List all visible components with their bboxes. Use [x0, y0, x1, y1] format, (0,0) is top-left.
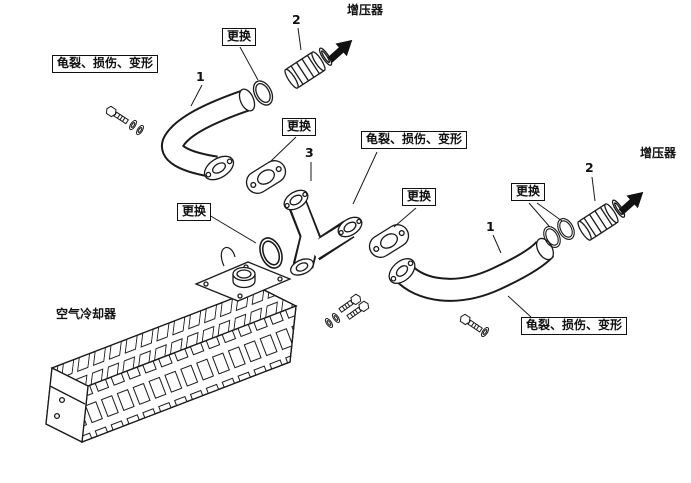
- leader-lines: [190, 27, 596, 318]
- o-ring-air-cooler: [254, 233, 288, 273]
- part-number-1-right: 1: [486, 219, 495, 234]
- callout-replace-top: 更换: [222, 28, 257, 46]
- washer-top-left-2: [134, 123, 146, 137]
- label-turbocharger-right: 增压器: [640, 146, 677, 160]
- part-number-2-right: 2: [585, 160, 594, 175]
- part-number-1-top: 1: [196, 69, 205, 84]
- callout-replace-mid-left: 更换: [282, 118, 317, 136]
- callout-replace-left: 更换: [177, 203, 212, 221]
- label-turbocharger-top: 增压器: [347, 3, 384, 17]
- callout-damage-top-left: 龟裂、损伤、变形: [52, 55, 159, 73]
- air-cooler-flange-plate: [194, 261, 292, 302]
- air-cooler-end-face: [45, 366, 89, 444]
- gasket-left: [245, 160, 287, 194]
- washer-center-1: [330, 311, 342, 325]
- air-cooler-bracket: [220, 246, 236, 267]
- part-number-2-top: 2: [292, 12, 301, 27]
- label-air-cooler: 空气冷却器: [56, 307, 117, 321]
- bolt-top-left: [104, 104, 130, 126]
- callout-replace-right: 更换: [511, 183, 546, 201]
- bolt-right: [458, 312, 484, 335]
- pipe-part-1-right: [388, 237, 555, 302]
- air-cooler: [45, 246, 298, 444]
- pipe-part-1-top: [161, 88, 256, 181]
- part-number-3: 3: [305, 145, 314, 160]
- callout-damage-mid: 龟裂、损伤、变形: [361, 131, 468, 149]
- washer-center-2: [323, 316, 335, 330]
- coupling-part-2-top: [284, 47, 333, 89]
- gasket-right: [368, 224, 410, 258]
- pipe-part-3-y: [283, 189, 363, 276]
- coupling-part-2-right: [577, 199, 626, 241]
- callout-replace-mid-right: 更换: [402, 188, 437, 206]
- washer-top-left-1: [127, 118, 139, 132]
- callout-damage-bottom-right: 龟裂、损伤、变形: [521, 317, 628, 335]
